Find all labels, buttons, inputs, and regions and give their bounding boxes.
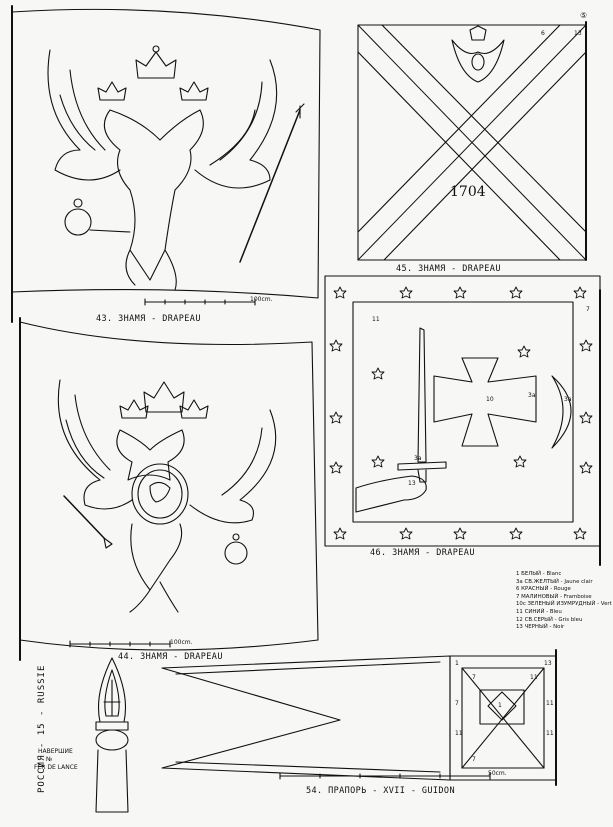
flag-46-number: 11 (372, 316, 380, 323)
guidon-number: 13 (544, 660, 552, 667)
plate-side-title: РОССИЯ - 15 - RUSSIE (37, 664, 47, 793)
guidon-54-drawing (161, 649, 557, 786)
legend-item: 1 БЕЛЫЙ - Blanc (516, 571, 562, 577)
flag-44-drawing (19, 317, 319, 661)
flag-46-number: 3a (564, 396, 572, 403)
legend-item: 6 КРАСНЫЙ - Rouge (516, 586, 571, 593)
flag-46-number: 7 (586, 306, 590, 313)
caption-flag-46: 46. ЗНАМЯ - DRAPEAU (370, 548, 475, 558)
legend-item: 11 СИНИЙ - Bleu (516, 608, 562, 615)
flag-46-drawing (324, 275, 601, 566)
legend-item: 7 МАЛИНОВЫЙ - Framboise (516, 593, 592, 600)
finial-label-line1: НАВЕРШИЕ (38, 748, 73, 755)
guidon-number: 7 (472, 756, 476, 763)
flag-46-number: 3a (414, 455, 422, 462)
caption-flag-43: 43. ЗНАМЯ - DRAPEAU (96, 314, 201, 324)
caption-guidon-54: 54. ПРАПОРЬ - XVII - GUIDON (306, 786, 455, 796)
flag-45-number: 13 (574, 30, 582, 37)
guidon-number: 11 (455, 730, 463, 737)
guidon-number: 11 (546, 700, 554, 707)
caption-flag-44: 44. ЗНАМЯ - DRAPEAU (118, 652, 223, 662)
flag-43-drawing (11, 5, 321, 323)
page-marker: ⑤ (580, 11, 588, 20)
legend-item: 10c ЗЕЛЕНЫЙ ИЗУМРУДНЫЙ - Vert émeraude (516, 601, 613, 608)
legend-item: 12 СВ.СЕРЫЙ - Gris bleu (516, 616, 583, 623)
flag-45-number: 6 (541, 30, 545, 37)
guidon-number: 11 (530, 674, 538, 681)
guidon-number: 7 (455, 700, 459, 707)
flag-45-year: 1704 (450, 184, 486, 200)
scale-label-44: 100cm. (170, 639, 193, 646)
finial-label-line2: № (46, 756, 53, 763)
guidon-number: 1 (498, 702, 502, 709)
caption-flag-45: 45. ЗНАМЯ - DRAPEAU (396, 264, 501, 274)
legend-item: 3a СВ.ЖЕЛТЫЙ - Jaune clair (516, 578, 593, 585)
guidon-number: 11 (546, 730, 554, 737)
scale-label-54: 50cm. (488, 770, 507, 777)
color-legend: 1 БЕЛЫЙ - Blanc 3a СВ.ЖЕЛТЫЙ - Jaune cla… (516, 571, 613, 632)
guidon-number: 7 (472, 674, 476, 681)
finial-label-line3: FER DE LANCE (34, 764, 78, 771)
guidon-number: 1 (455, 660, 459, 667)
legend-item: 13 ЧЕРНЫЙ - Noir (516, 624, 565, 631)
flag-46-number: 3a (528, 392, 536, 399)
scale-label-43: 100cm. (250, 296, 273, 303)
flag-46-number: 10 (486, 396, 494, 403)
finial-drawing (95, 657, 129, 813)
flag-45-drawing (357, 21, 587, 261)
flag-46-number: 13 (408, 480, 416, 487)
